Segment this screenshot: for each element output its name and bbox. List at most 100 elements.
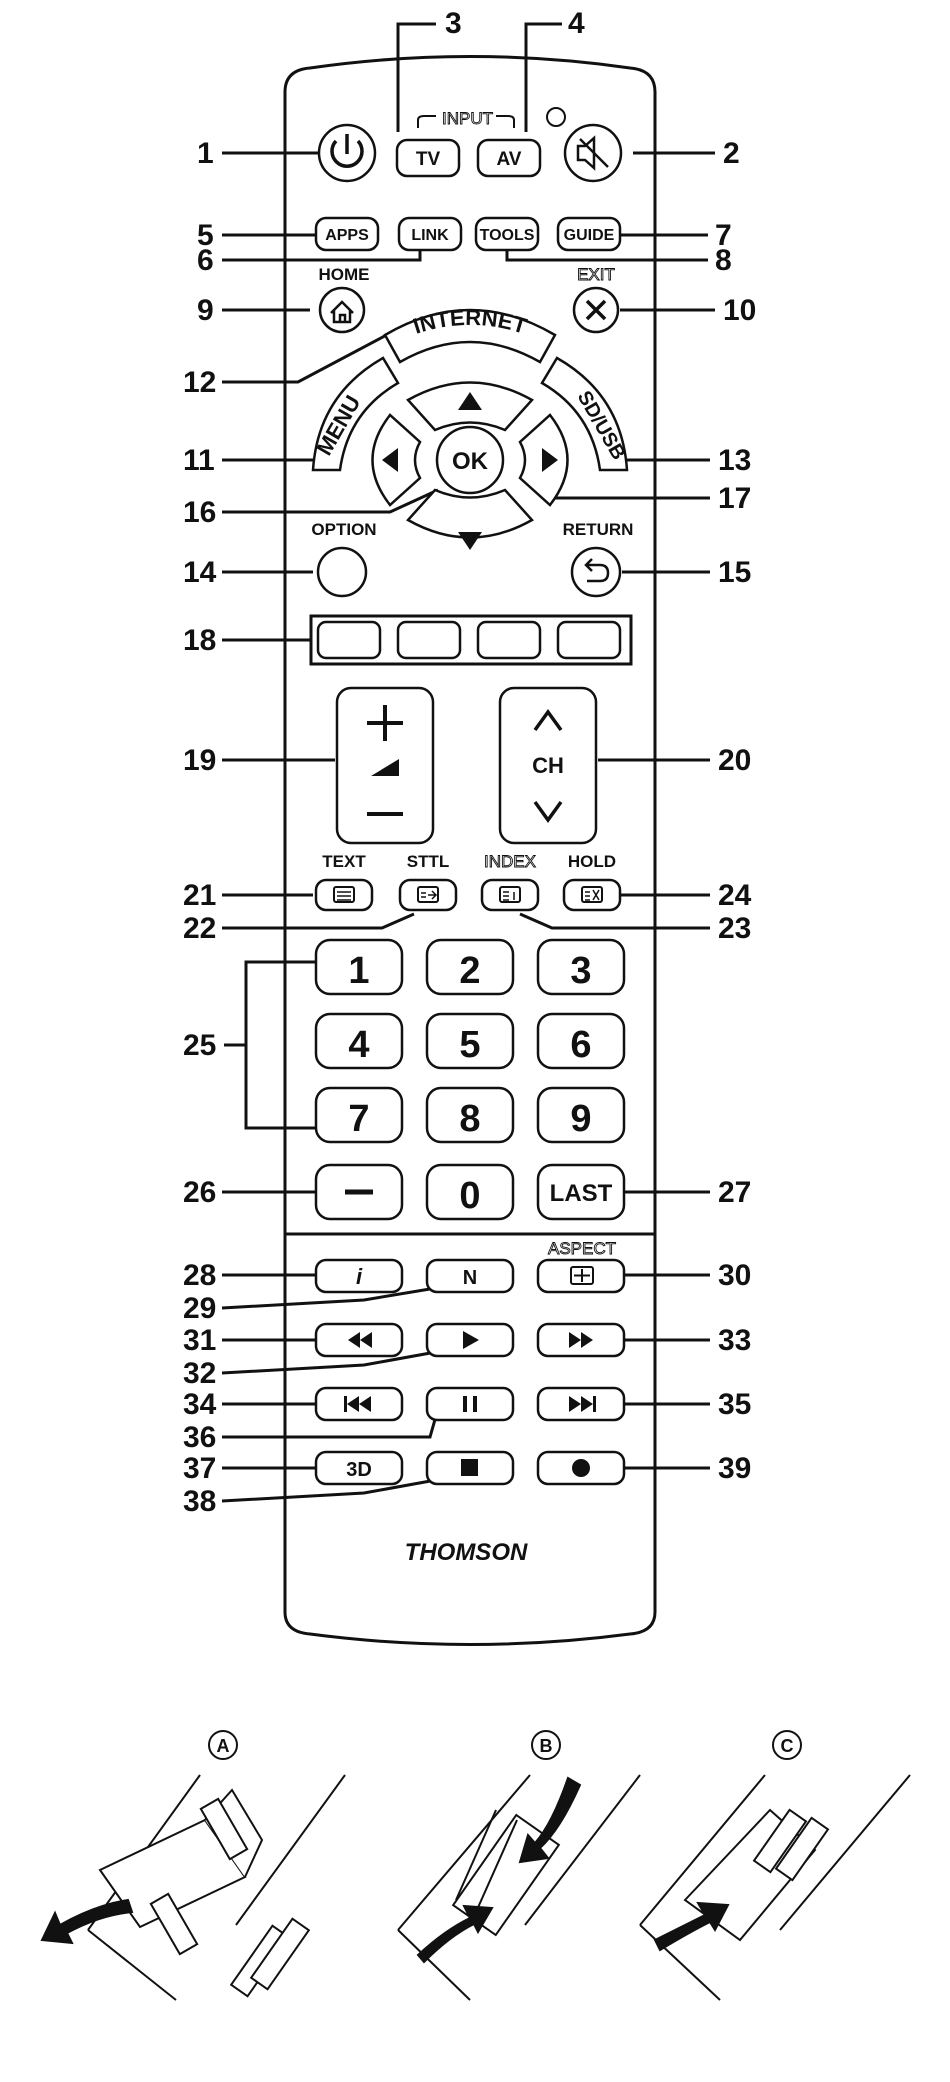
sttl-label: STTL: [407, 852, 450, 871]
digit-9-button[interactable]: 9: [538, 1088, 624, 1142]
svg-text:8: 8: [459, 1098, 480, 1140]
dpad-right-button[interactable]: [520, 415, 568, 505]
callout-13: 13: [718, 444, 751, 477]
record-button[interactable]: [538, 1452, 624, 1484]
digit-8-button[interactable]: 8: [427, 1088, 513, 1142]
callout-9: 9: [197, 294, 214, 327]
tools-button[interactable]: TOOLS: [476, 218, 538, 250]
arrow-down-icon: [458, 532, 482, 550]
svg-text:0: 0: [459, 1175, 480, 1217]
svg-text:AV: AV: [497, 149, 522, 170]
n-button[interactable]: N: [427, 1260, 513, 1292]
power-button[interactable]: [319, 125, 375, 181]
arrow-close-cover-icon: [655, 1903, 728, 1950]
info-button[interactable]: i: [316, 1260, 402, 1292]
tv-input-button[interactable]: TV: [397, 140, 459, 176]
callout-24: 24: [718, 879, 752, 912]
input-label: INPUT: [442, 109, 493, 128]
svg-text:OK: OK: [452, 448, 489, 475]
callout-16: 16: [183, 496, 216, 529]
callout-25: 25: [183, 1029, 216, 1062]
3d-button[interactable]: 3D: [316, 1452, 402, 1484]
index-label: INDEX: [484, 852, 536, 871]
callout-3: 3: [445, 7, 462, 40]
digit-7-button[interactable]: 7: [316, 1088, 402, 1142]
callout-6: 6: [197, 244, 214, 277]
volume-rocker[interactable]: [337, 688, 433, 843]
digit-5-button[interactable]: 5: [427, 1014, 513, 1068]
option-button[interactable]: [318, 548, 366, 596]
mute-button[interactable]: [565, 125, 621, 181]
callout-36: 36: [183, 1421, 216, 1454]
callout-23: 23: [718, 912, 751, 945]
blue-button[interactable]: [558, 622, 620, 658]
index-button[interactable]: [482, 880, 538, 910]
callout-32: 32: [183, 1357, 216, 1390]
svg-text:A: A: [217, 1736, 230, 1756]
green-button[interactable]: [398, 622, 460, 658]
fast-forward-button[interactable]: [538, 1324, 624, 1356]
guide-button[interactable]: GUIDE: [558, 218, 620, 250]
apps-button[interactable]: APPS: [316, 218, 378, 250]
number-pad: 1 2 3 4 5 6 7 8 9 0 LAST: [316, 940, 624, 1219]
home-button[interactable]: [320, 288, 364, 332]
skip-back-button[interactable]: [316, 1388, 402, 1420]
rewind-button[interactable]: [316, 1324, 402, 1356]
callout-28: 28: [183, 1259, 216, 1292]
red-button[interactable]: [318, 622, 380, 658]
svg-text:C: C: [781, 1736, 794, 1756]
aspect-label: ASPECT: [548, 1239, 616, 1258]
subtitle-button[interactable]: [400, 880, 456, 910]
yellow-button[interactable]: [478, 622, 540, 658]
info-icon: i: [356, 1264, 363, 1289]
color-buttons: [311, 616, 631, 664]
digit-3-button[interactable]: 3: [538, 940, 624, 994]
digit-6-button[interactable]: 6: [538, 1014, 624, 1068]
text-button[interactable]: [316, 880, 372, 910]
svg-text:5: 5: [459, 1024, 480, 1066]
dpad-down-button[interactable]: [408, 490, 532, 550]
svg-text:N: N: [463, 1267, 477, 1289]
av-input-button[interactable]: AV: [478, 140, 540, 176]
pause-button[interactable]: [427, 1388, 513, 1420]
callout-22: 22: [183, 912, 216, 945]
arrow-remove-icon: [42, 1900, 132, 1943]
exit-button[interactable]: [574, 288, 618, 332]
play-button[interactable]: [427, 1324, 513, 1356]
dpad-up-button[interactable]: [408, 383, 532, 431]
svg-text:7: 7: [348, 1098, 369, 1140]
stop-icon: [461, 1459, 478, 1476]
svg-text:3: 3: [570, 950, 591, 992]
digit-0-button[interactable]: 0: [427, 1165, 513, 1219]
digit-1-button[interactable]: 1: [316, 940, 402, 994]
svg-text:LAST: LAST: [550, 1180, 613, 1207]
svg-text:2: 2: [459, 950, 480, 992]
svg-text:B: B: [540, 1736, 553, 1756]
exit-label: EXIT: [577, 265, 615, 284]
dash-button[interactable]: [316, 1165, 402, 1219]
callout-38: 38: [183, 1485, 216, 1518]
digit-2-button[interactable]: 2: [427, 940, 513, 994]
callout-27: 27: [718, 1176, 751, 1209]
last-button[interactable]: LAST: [538, 1165, 624, 1219]
arrow-insert-icon: [418, 1906, 492, 1962]
callout-17: 17: [718, 482, 751, 515]
link-button[interactable]: LINK: [399, 218, 461, 250]
callout-39: 39: [718, 1452, 751, 1485]
dpad-left-button[interactable]: [373, 415, 421, 505]
hold-button[interactable]: [564, 880, 620, 910]
stop-button[interactable]: [427, 1452, 513, 1484]
return-button[interactable]: [572, 548, 620, 596]
internet-button[interactable]: INTERNET: [385, 305, 555, 362]
svg-text:TOOLS: TOOLS: [480, 227, 535, 244]
record-icon: [572, 1459, 590, 1477]
skip-forward-button[interactable]: [538, 1388, 624, 1420]
battery-step-a-illustration: [42, 1775, 345, 2000]
svg-text:TV: TV: [416, 149, 441, 170]
ok-button[interactable]: OK: [437, 427, 503, 493]
aspect-button[interactable]: [538, 1260, 624, 1292]
digit-4-button[interactable]: 4: [316, 1014, 402, 1068]
channel-rocker[interactable]: CH: [500, 688, 596, 843]
callout-14: 14: [183, 556, 217, 589]
brand-logo: THOMSON: [405, 1539, 528, 1566]
